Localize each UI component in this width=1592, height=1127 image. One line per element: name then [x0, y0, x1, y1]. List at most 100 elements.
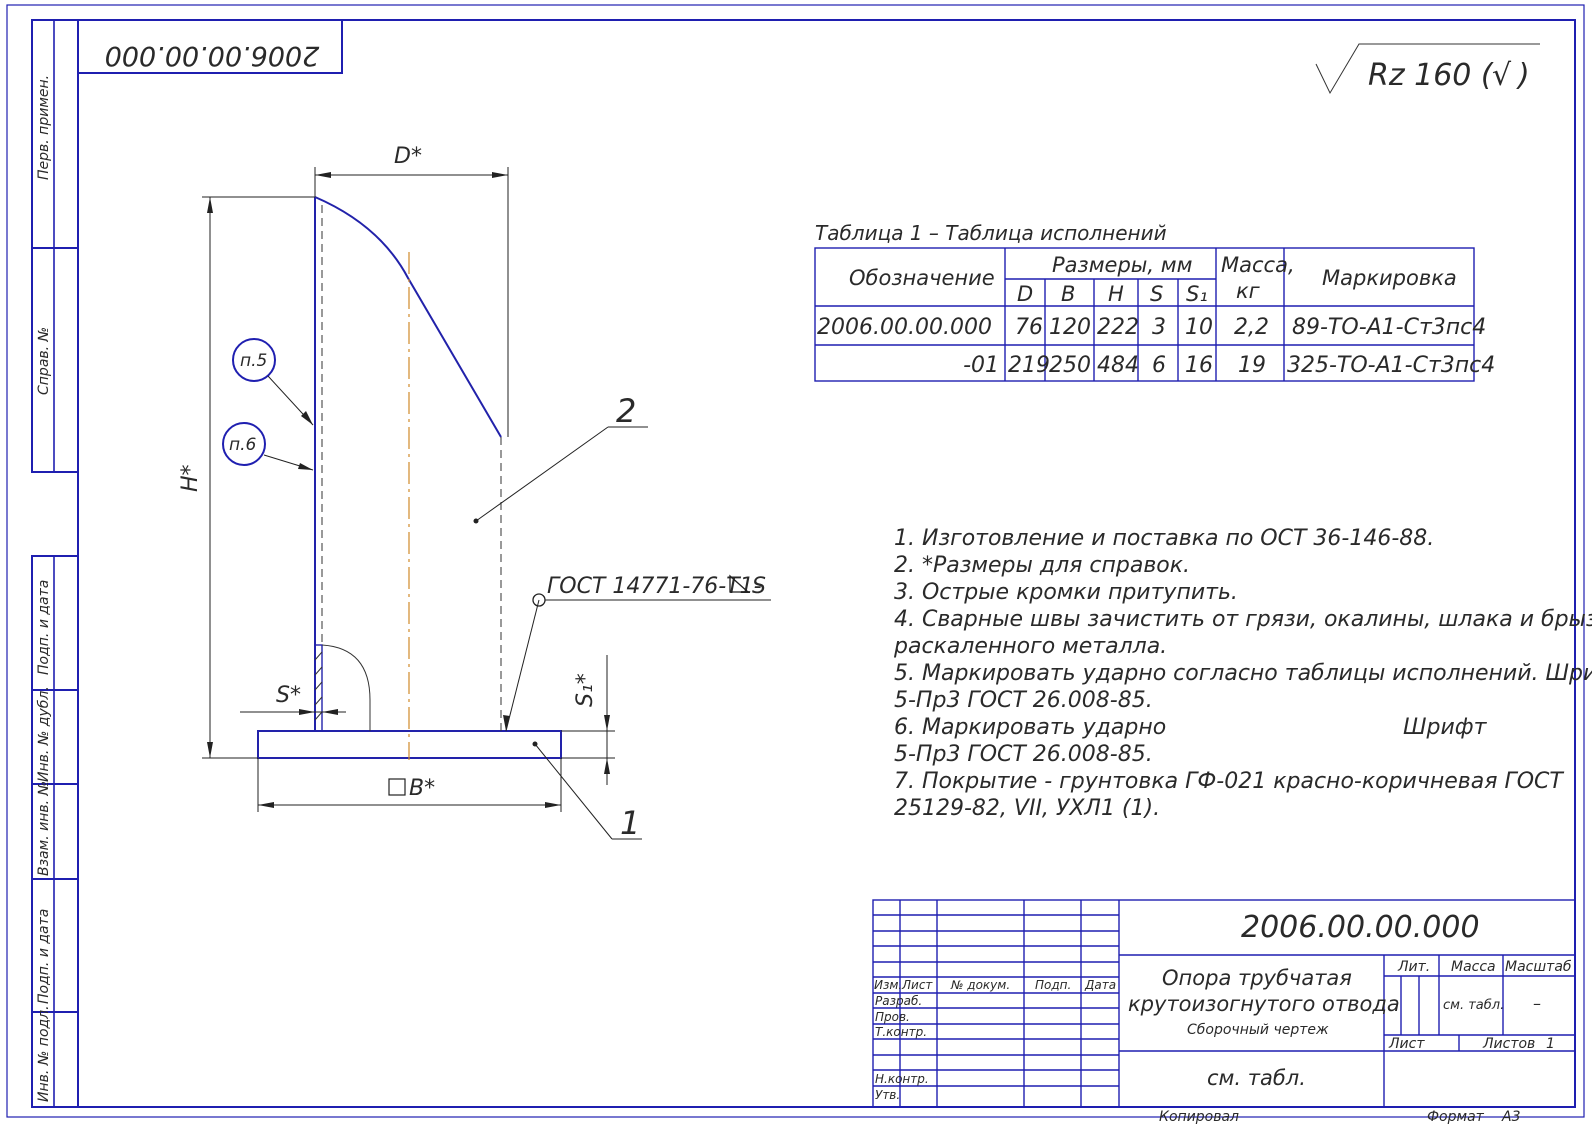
fillet-weld-icon — [729, 574, 750, 593]
dim-S1-label: S₁* — [573, 673, 598, 707]
tb-f-listov-val: 1 — [1546, 1036, 1555, 1052]
roughness-check-icon: √ — [1492, 58, 1512, 93]
position-2-label: 2 — [616, 392, 636, 430]
th-H: H — [1108, 282, 1124, 306]
th-S: S — [1150, 282, 1163, 306]
note-7: 7. Покрытие - грунтовка ГФ-021 красно-ко… — [894, 769, 1564, 794]
side-label-podp-data-1: Подп. и дата — [36, 580, 52, 675]
part-view: D* H* S* S₁* B* п.5 п.6 — [178, 144, 771, 842]
row2-S: 6 — [1152, 353, 1166, 378]
weld-standard-note: ГОСТ 14771-76-Т1- — [547, 574, 762, 599]
roughness-symbol: Rz 160 ( √ ) — [1315, 43, 1540, 95]
note-6-cont: 5-Пр3 ГОСТ 26.008-85. — [894, 742, 1153, 767]
tb-h-massa: Масса — [1451, 959, 1496, 975]
note-1: 1. Изготовление и поставка по ОСТ 36-146… — [894, 526, 1434, 551]
tb-h-doc: № докум. — [950, 978, 1010, 992]
title-block: 2006.00.00.000 Опора трубчатая крутоизог… — [872, 899, 1576, 1125]
tb-copied: Копировал — [1159, 1109, 1239, 1125]
side-labels: Перв. примен. Справ. № Подп. и дата Инв.… — [36, 75, 52, 1102]
tb-h-list: Лист — [901, 978, 933, 992]
row1-S1: 10 — [1185, 315, 1213, 340]
dim-B-label: B* — [409, 776, 435, 801]
tb-r-razrab: Разраб. — [875, 994, 922, 1008]
row2-mass: 19 — [1238, 353, 1266, 378]
note-4: 4. Сварные швы зачистить от грязи, окали… — [894, 607, 1592, 632]
tb-format-value: А3 — [1501, 1109, 1520, 1125]
row2-designation: -01 — [963, 353, 999, 378]
tb-doc-type: Сборочный чертеж — [1187, 1022, 1329, 1038]
note-4-cont: раскаленного металла. — [893, 634, 1167, 659]
roughness-text: Rz 160 ( — [1368, 58, 1494, 93]
row2-D: 219 — [1008, 353, 1050, 378]
th-B: B — [1061, 282, 1075, 306]
callout-p6-circle — [222, 422, 266, 466]
row2-S1: 16 — [1185, 353, 1213, 378]
note-6: 6. Маркировать ударно — [894, 715, 1166, 740]
tb-f-list: Лист — [1388, 1036, 1425, 1052]
tb-r-nkontr: Н.контр. — [875, 1072, 929, 1086]
side-label-sprav-no: Справ. № — [36, 327, 52, 395]
table-title: Таблица 1 – Таблица исполнений — [815, 221, 1167, 245]
tb-name-2: крутоизогнутого отвода — [1128, 992, 1400, 1016]
row1-D: 76 — [1015, 315, 1043, 340]
tb-h-lit: Лит. — [1397, 959, 1430, 975]
square-section-icon — [388, 778, 406, 796]
tb-material: см. табл. — [1207, 1066, 1306, 1090]
th-marking: Маркировка — [1322, 266, 1457, 290]
tb-doc-code: 2006.00.00.000 — [1241, 910, 1480, 945]
pipe-cut-curve — [314, 196, 502, 438]
callout-p6-label: п.6 — [229, 435, 257, 455]
row1-mass: 2,2 — [1234, 315, 1269, 340]
tb-h-data: Дата — [1084, 978, 1116, 992]
side-label-perv-primen: Перв. примен. — [36, 75, 52, 180]
callout-p5-circle — [232, 338, 276, 382]
th-designation: Обозначение — [849, 266, 995, 290]
dim-D-label: D* — [394, 144, 422, 169]
tb-r-tkontr: Т.контр. — [875, 1025, 927, 1039]
row2-B: 250 — [1049, 353, 1091, 378]
row1-designation: 2006.00.00.000 — [817, 315, 992, 340]
position-1-label: 1 — [620, 804, 640, 842]
tb-h-podp: Подп. — [1035, 978, 1071, 992]
row1-marking: 89-ТО-А1-Ст3пс4 — [1292, 315, 1486, 340]
dim-S-label: S* — [276, 683, 301, 708]
note-6-font: Шрифт — [1403, 715, 1488, 740]
versions-table: Таблица 1 – Таблица исполнений Обозначен… — [814, 221, 1495, 382]
row1-H: 222 — [1097, 315, 1139, 340]
side-label-inv-dubl: Инв. № дубл. — [36, 686, 52, 782]
sheet-frame — [6, 4, 1585, 1118]
tb-r-utv: Утв. — [875, 1088, 900, 1102]
th-dimensions: Размеры, мм — [1052, 253, 1193, 277]
note-2: 2. *Размеры для справок. — [894, 553, 1190, 578]
note-5: 5. Маркировать ударно согласно таблицы и… — [894, 661, 1592, 686]
note-3: 3. Острые кромки притупить. — [894, 580, 1238, 605]
th-mass-2: кг — [1236, 279, 1261, 303]
side-label-inv-podl: Инв. № подл. — [36, 1005, 52, 1102]
th-mass-1: Масса, — [1221, 253, 1295, 277]
th-S1: S₁ — [1186, 282, 1208, 306]
side-label-podp-data-2: Подп. и дата — [36, 909, 52, 1004]
callout-p5-label: п.5 — [240, 351, 267, 371]
weld-leg-letter: S — [752, 574, 766, 599]
row1-B: 120 — [1049, 315, 1091, 340]
tb-v-masshtab: – — [1533, 994, 1541, 1013]
roughness-close: ) — [1516, 58, 1530, 93]
tb-format-label: Формат — [1427, 1109, 1485, 1125]
doc-code-top-mirrored: 2006.00.00.000 — [105, 40, 320, 71]
row2-marking: 325-ТО-А1-Ст3пс4 — [1287, 353, 1495, 378]
note-7-cont: 25129-82, VII, УХЛ1 (1). — [894, 796, 1160, 821]
row1-S: 3 — [1152, 315, 1166, 340]
tb-r-prov: Пров. — [875, 1010, 910, 1024]
side-label-vzam-inv: Взам. инв. № — [36, 781, 52, 876]
tb-h-masshtab: Масштаб — [1505, 959, 1572, 975]
tb-f-listov: Листов — [1482, 1036, 1535, 1052]
technical-notes: 1. Изготовление и поставка по ОСТ 36-146… — [893, 526, 1592, 821]
th-D: D — [1017, 282, 1033, 306]
tb-h-izm: Изм. — [874, 978, 902, 992]
row2-H: 484 — [1097, 353, 1139, 378]
tb-name-1: Опора трубчатая — [1162, 966, 1352, 990]
dim-H-label: H* — [178, 464, 203, 492]
note-5-cont: 5-Пр3 ГОСТ 26.008-85. — [894, 688, 1153, 713]
tb-v-massa: см. табл. — [1443, 998, 1504, 1013]
